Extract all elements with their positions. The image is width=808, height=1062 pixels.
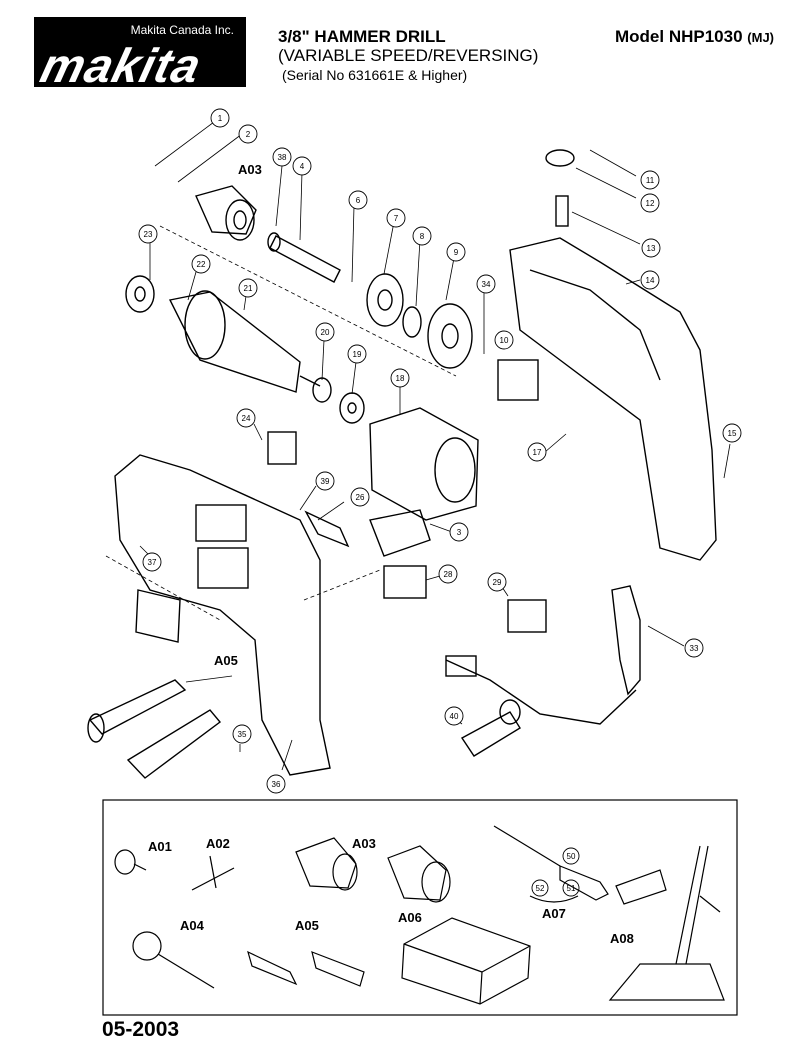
accessory-drill-chuck (295, 837, 451, 903)
serial-range: (Serial No 631661E & Higher) (282, 67, 468, 83)
part-brush-cap-40 (460, 699, 521, 757)
callout-11: 11 (646, 176, 655, 185)
callout-26: 26 (356, 493, 365, 502)
callout-23: 23 (144, 230, 153, 239)
model-suffix: (MJ) (747, 30, 774, 45)
accessory-code-A08: A08 (610, 931, 634, 946)
callout-34: 34 (482, 280, 491, 289)
callout-14: 14 (646, 276, 655, 285)
part-10 (497, 359, 539, 401)
callout-38: 38 (278, 153, 287, 162)
accessory-depth-gauge (493, 825, 609, 903)
callout-A05: A05 (214, 653, 238, 668)
part-bearing-20 (312, 377, 332, 403)
callout-24: 24 (242, 414, 251, 423)
accessory-code-A07: A07 (542, 906, 566, 921)
part-field (369, 407, 479, 521)
callout-7: 7 (394, 214, 399, 223)
model-number: Model NHP1030 (MJ) (615, 27, 774, 47)
callout-36: 36 (272, 780, 281, 789)
callout-50: 50 (567, 852, 576, 861)
accessory-drill-stand (608, 845, 725, 1001)
callout-22: 22 (197, 260, 206, 269)
accessory-code-A04: A04 (180, 918, 205, 933)
callout-21: 21 (244, 284, 253, 293)
part-housing-set (509, 237, 717, 561)
part-washer-8 (402, 306, 422, 338)
part-switch-28 (383, 565, 427, 599)
part-brush-holder-24 (267, 431, 297, 465)
part-cord-guard-33 (611, 585, 641, 696)
callout-51: 51 (567, 884, 576, 893)
part-side-handle (87, 679, 222, 779)
accessory-code-A02: A02 (206, 836, 230, 851)
callout-A03: A03 (238, 162, 262, 177)
callout-15: 15 (728, 429, 737, 438)
part-armature (168, 290, 321, 393)
page-title: 3/8" HAMMER DRILL (278, 27, 446, 46)
callout-3: 3 (457, 528, 462, 537)
callout-8: 8 (420, 232, 425, 241)
accessory-plastic-case (401, 917, 531, 1005)
revision-date: 05-2003 (102, 1018, 180, 1041)
accessory-code-A05: A05 (295, 918, 319, 933)
callout-39: 39 (321, 477, 330, 486)
callout-17: 17 (533, 448, 542, 457)
part-nameplate (135, 589, 181, 643)
part-chuck (195, 185, 257, 241)
callout-2: 2 (246, 130, 251, 139)
page-subtitle: (VARIABLE SPEED/REVERSING) (278, 46, 539, 65)
callout-35: 35 (238, 730, 247, 739)
accessory-rubber-pad (114, 849, 147, 875)
accessory-code-A01: A01 (148, 839, 172, 854)
callout-52: 52 (536, 884, 545, 893)
part-cord (445, 655, 637, 725)
accessory-code-A03: A03 (352, 836, 376, 851)
part-motor-housing (114, 454, 331, 776)
makita-logo: Makita Canada Inc. makita (34, 17, 246, 93)
distributor-name: Makita Canada Inc. (130, 23, 234, 37)
accessory-side-handle (247, 950, 365, 987)
callout-28: 28 (444, 570, 453, 579)
callout-12: 12 (646, 199, 655, 208)
callout-1: 1 (218, 114, 223, 123)
callout-18: 18 (396, 374, 405, 383)
callout-40: 40 (450, 712, 459, 721)
accessories-box: A01 A02 A03 A04 A05 A06 A07 A08 (102, 799, 738, 1016)
accessory-chuck-key (191, 855, 235, 891)
accessory-blower (132, 931, 215, 989)
part-bearing-19 (339, 392, 365, 424)
model-prefix: Model NHP1030 (615, 27, 743, 46)
accessory-code-A06: A06 (398, 910, 422, 925)
callout-6: 6 (356, 196, 361, 205)
callout-33: 33 (690, 644, 699, 653)
callout-13: 13 (647, 244, 656, 253)
callout-10: 10 (500, 336, 509, 345)
callout-9: 9 (454, 248, 459, 257)
callout-20: 20 (321, 328, 330, 337)
callout-37: 37 (148, 558, 157, 567)
part-switch-lever-26 (304, 510, 350, 548)
part-controller-29 (507, 599, 547, 633)
part-spindle (267, 232, 341, 283)
part-bearing-23 (125, 275, 155, 313)
callout-19: 19 (353, 350, 362, 359)
part-bearing-7 (366, 273, 404, 327)
part-gear-9 (427, 303, 473, 369)
part-cap-11-12 (545, 149, 575, 227)
callout-4: 4 (300, 162, 305, 171)
part-switch-3 (369, 509, 431, 557)
callout-29: 29 (493, 578, 502, 587)
